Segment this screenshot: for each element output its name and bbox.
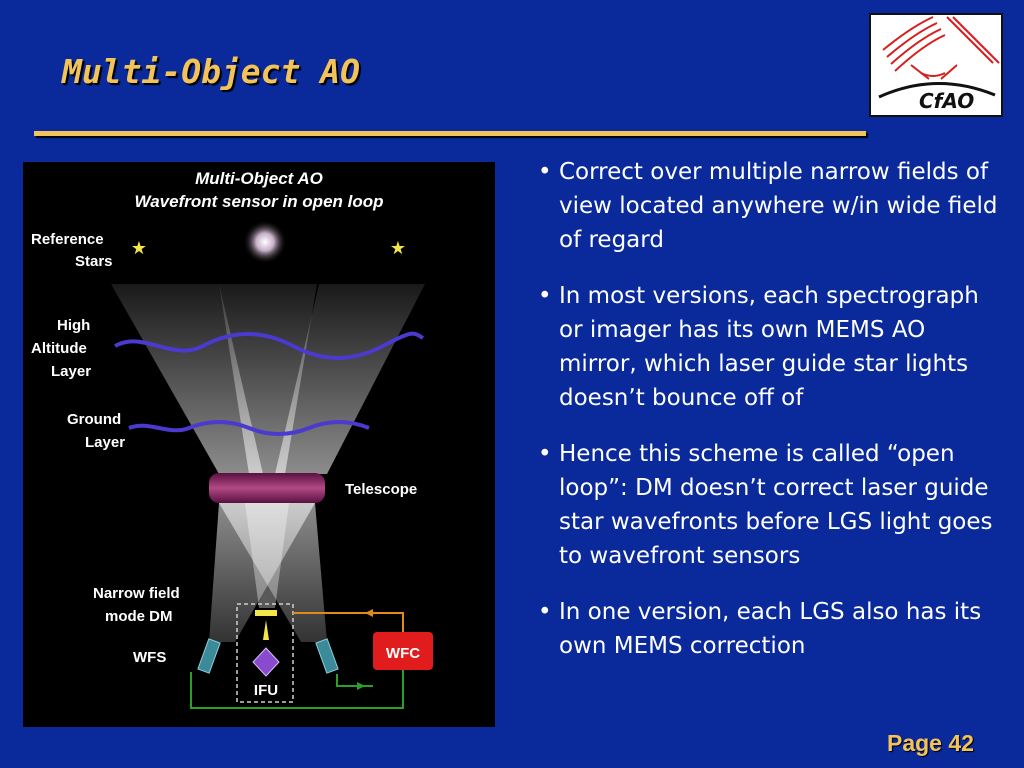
- star-icon-left: ★: [131, 238, 147, 259]
- label-narrow-field: Narrow field: [93, 585, 180, 602]
- title-underline: [34, 131, 866, 136]
- page-number: Page 42: [887, 730, 974, 756]
- ifu-dashed-box: [236, 603, 294, 703]
- ifu-prism-icon: [252, 647, 280, 677]
- label-wfs: WFS: [133, 649, 166, 666]
- mao-diagram: Multi-Object AO Wavefront sensor in open…: [23, 162, 495, 727]
- cfao-logo: CfAO: [869, 13, 1003, 117]
- diagram-title-line1: Multi-Object AO: [195, 169, 323, 188]
- bullet-item: Correct over multiple narrow fields of v…: [534, 155, 1004, 257]
- arrow-icon-orange: [365, 609, 373, 617]
- dm-mirror-icon: [255, 610, 277, 616]
- galaxy-icon: [243, 220, 287, 264]
- label-reference: Reference: [31, 231, 104, 248]
- label-layer-ground: Layer: [85, 434, 125, 451]
- beam-lower-right: [219, 503, 327, 642]
- high-altitude-wave: [114, 331, 425, 360]
- label-ifu: IFU: [254, 682, 278, 699]
- arrow-icon-green: [357, 682, 365, 690]
- label-telescope: Telescope: [345, 481, 417, 498]
- label-wfc: WFC: [386, 645, 420, 662]
- label-stars: Stars: [75, 253, 113, 270]
- dm-reflection-icon: [263, 620, 269, 640]
- ground-layer-wave: [128, 420, 370, 436]
- bullet-item: In most versions, each spectrograph or i…: [534, 279, 1004, 415]
- wfs-right-icon: [315, 638, 339, 674]
- beam-left: [111, 284, 263, 474]
- wfc-box: [373, 632, 433, 670]
- label-altitude: Altitude: [31, 340, 87, 357]
- label-ground: Ground: [67, 411, 121, 428]
- star-icon-right: ★: [390, 238, 406, 259]
- bullet-list: Correct over multiple narrow fields of v…: [534, 155, 1004, 685]
- wfc-to-dm-line: [293, 612, 404, 632]
- label-high: High: [57, 317, 90, 334]
- cfao-logo-text: CfAO: [919, 89, 974, 113]
- wfs-feedback-line: [190, 670, 404, 709]
- slide-title: Multi-Object AO: [62, 52, 361, 91]
- label-layer-high: Layer: [51, 363, 91, 380]
- wfs-left-icon: [197, 638, 221, 674]
- label-mode-dm: mode DM: [105, 608, 173, 625]
- diagram-title-line2: Wavefront sensor in open loop: [134, 192, 383, 211]
- wfs-right-feedback-line: [336, 674, 373, 687]
- bullet-item: Hence this scheme is called “open loop”:…: [534, 437, 1004, 573]
- bullet-item: In one version, each LGS also has its ow…: [534, 595, 1004, 663]
- telescope-element: [209, 473, 325, 503]
- beam-lower-center: [245, 503, 289, 608]
- cfao-logo-icon: CfAO: [878, 16, 1000, 113]
